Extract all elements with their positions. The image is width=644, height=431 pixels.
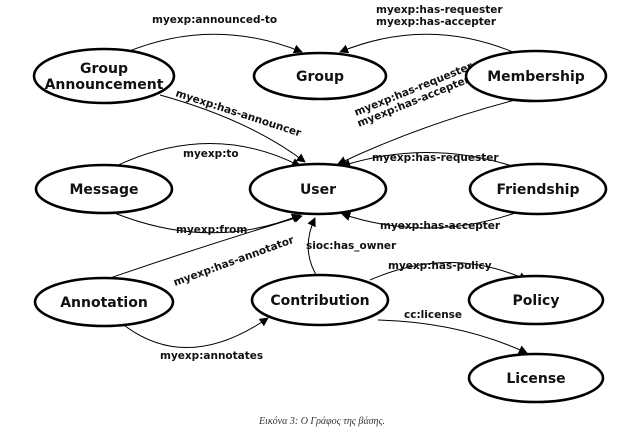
edge-membership-user <box>337 99 516 165</box>
label-message-to: myexp:to <box>183 148 239 160</box>
node-label: Friendship <box>497 182 580 198</box>
node-label: Annotation <box>60 295 148 311</box>
node-user: User <box>248 162 388 216</box>
edge-friendship-requester <box>341 152 519 169</box>
nodes: Group Announcement Group Membership Mess… <box>32 47 608 404</box>
node-annotation: Annotation <box>33 276 175 328</box>
node-label: License <box>506 371 565 387</box>
edge-has-announcer <box>159 94 306 163</box>
label-membership-has-accepter: myexp:has-accepter <box>376 16 497 28</box>
label-announced-to: myexp:announced-to <box>152 14 277 26</box>
label-has-policy: myexp:has-policy <box>388 260 492 272</box>
label-annotates: myexp:annotates <box>160 350 263 362</box>
node-label: Contribution <box>270 293 369 309</box>
node-label: Policy <box>513 293 560 309</box>
edge-has-annotator <box>89 214 303 286</box>
label-message-from: myexp:from <box>176 224 247 236</box>
label-friendship-has-accepter: myexp:has-accepter <box>380 220 501 232</box>
node-group: Group <box>252 51 388 101</box>
node-license: License <box>467 352 605 404</box>
node-contribution: Contribution <box>250 273 390 327</box>
node-label: Group <box>296 69 344 85</box>
label-has-owner: sioc:has_owner <box>306 240 397 252</box>
edge-announced-to <box>119 33 303 56</box>
node-membership: Membership <box>464 49 608 103</box>
node-message: Message <box>34 163 174 215</box>
node-label-group: Group <box>80 61 128 77</box>
node-group-announcement: Group Announcement <box>32 47 176 105</box>
label-friendship-has-requester: myexp:has-requester <box>372 152 499 164</box>
edge-message-to <box>111 143 301 169</box>
edge-license <box>377 319 528 354</box>
edge-has-owner <box>307 217 319 279</box>
node-friendship: Friendship <box>468 162 608 216</box>
label-license: cc:license <box>404 309 462 321</box>
node-label: User <box>300 182 336 198</box>
edge-has-policy <box>369 262 528 281</box>
edge-message-from <box>111 211 301 234</box>
node-policy: Policy <box>467 274 605 326</box>
label-membership-has-requester: myexp:has-requester <box>376 4 503 16</box>
figure-caption: Εικόνα 3: Ο Γράφος της βάσης. <box>258 416 386 427</box>
edge-friendship-accepter <box>341 211 519 229</box>
edge-annotates <box>119 317 269 348</box>
edges <box>89 33 528 354</box>
node-label-announcement: Announcement <box>45 77 164 93</box>
node-label: Membership <box>487 69 585 85</box>
edge-membership-group-requester <box>339 33 521 56</box>
node-label: Message <box>69 182 138 198</box>
